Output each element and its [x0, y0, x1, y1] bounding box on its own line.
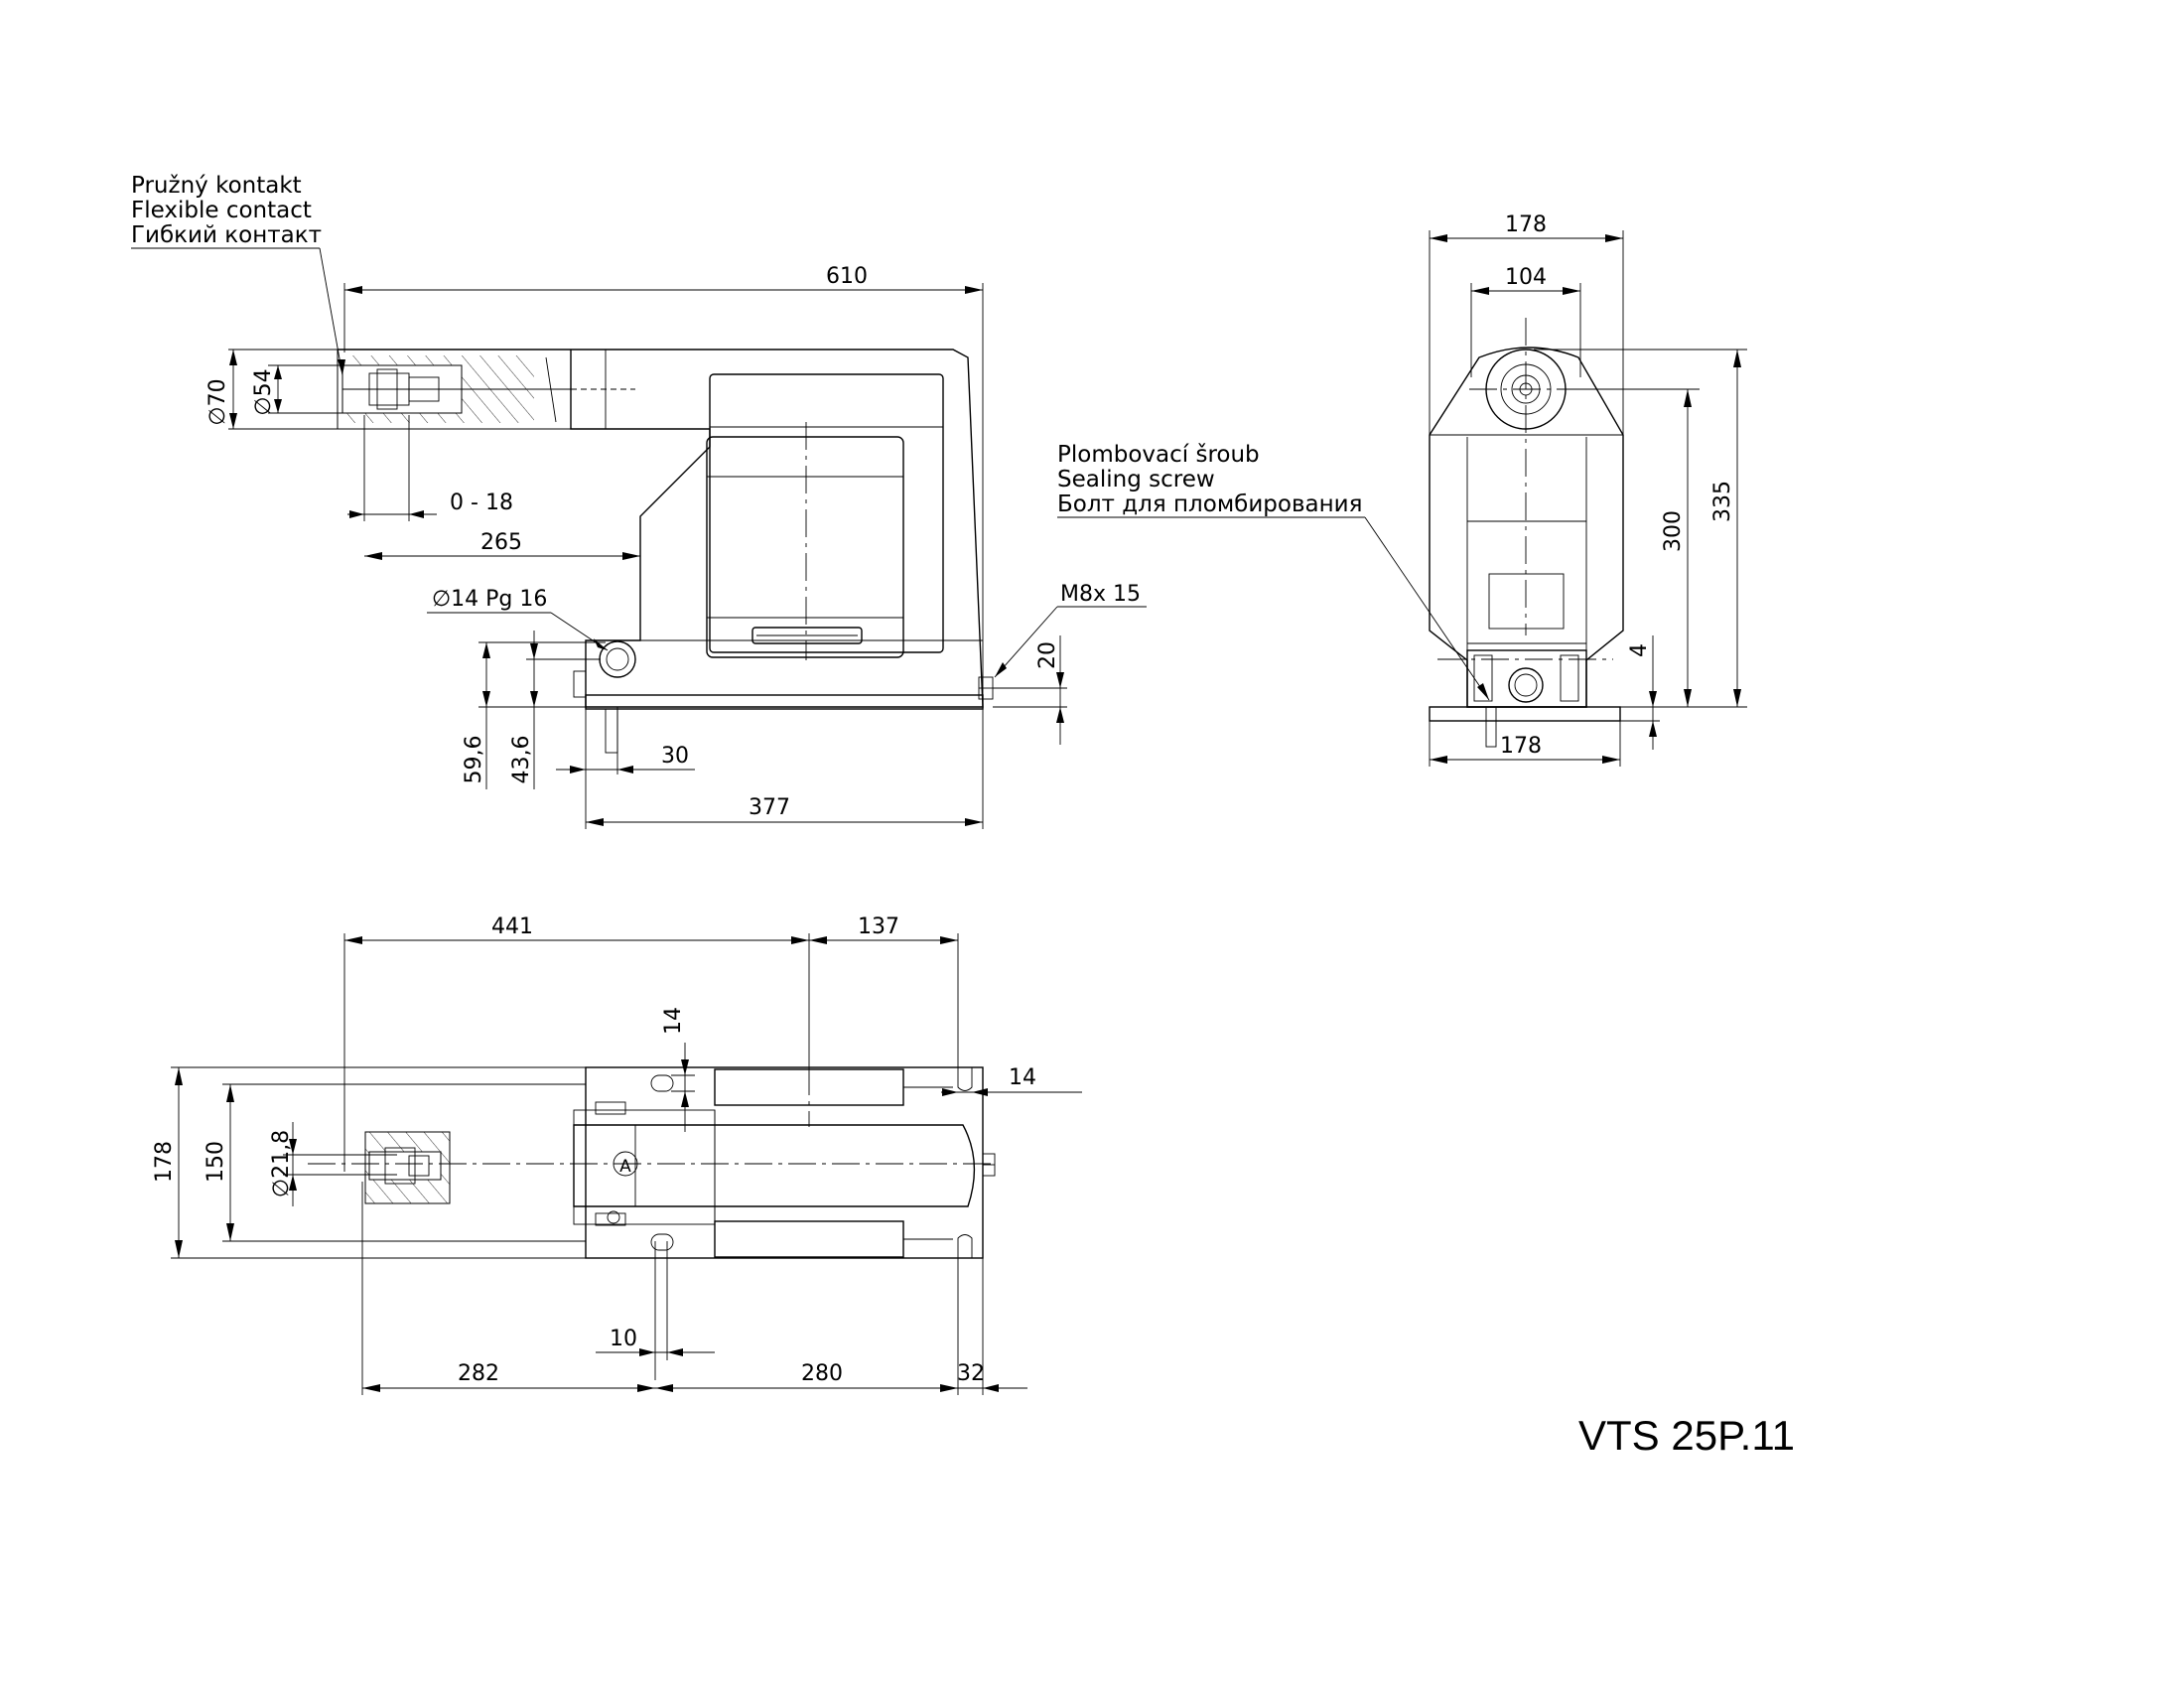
- drawing-title: VTS 25P.11: [1578, 1412, 1795, 1459]
- top-view-dimensions: 441 137 14 14 178 150 ∅21,8: [152, 914, 1082, 1395]
- note-flexible-contact-ru: Гибкий контакт: [131, 222, 322, 248]
- dim-bolt: M8x 15: [1060, 582, 1141, 607]
- dim-265: 265: [480, 530, 522, 555]
- dim-dia-54: ∅54: [251, 368, 276, 415]
- top-view: A: [171, 1066, 996, 1259]
- dim-137: 137: [858, 914, 899, 939]
- dim-side-104: 104: [1505, 265, 1547, 290]
- dim-dia-21-8: ∅21,8: [269, 1130, 294, 1197]
- dim-377: 377: [749, 795, 790, 820]
- dim-280: 280: [801, 1361, 843, 1386]
- note-flexible-contact: Pružný kontakt Flexible contact Гибкий к…: [131, 173, 345, 376]
- dim-side-300: 300: [1661, 510, 1686, 552]
- note-sealing-screw-cz: Plombovací šroub: [1057, 442, 1260, 468]
- dim-10: 10: [610, 1327, 637, 1351]
- dim-side-178-bottom: 178: [1500, 734, 1542, 759]
- dim-59-6: 59,6: [462, 736, 486, 784]
- dim-side-4: 4: [1627, 643, 1652, 657]
- note-sealing-screw: Plombovací šroub Sealing screw Болт для …: [1057, 442, 1490, 701]
- dim-side-335: 335: [1710, 481, 1735, 522]
- dim-0-18: 0 - 18: [450, 491, 513, 515]
- dim-top-178: 178: [152, 1141, 177, 1183]
- note-sealing-screw-ru: Болт для пломбирования: [1057, 492, 1362, 517]
- dim-14-horizontal: 14: [1009, 1065, 1036, 1090]
- side-view-dimensions: 178 104 335 300 4 178: [1429, 212, 1747, 767]
- dim-14-vertical: 14: [661, 1007, 686, 1035]
- dim-30: 30: [661, 744, 689, 769]
- dim-side-178-top: 178: [1505, 212, 1547, 237]
- front-view: [337, 349, 994, 754]
- side-view: [1429, 318, 1624, 748]
- front-view-dimensions: 610 ∅70 ∅54 0 - 18 265 ∅14 Pg 16: [205, 264, 1147, 829]
- dim-610: 610: [826, 264, 868, 289]
- dim-top-150: 150: [204, 1141, 228, 1183]
- dim-32: 32: [957, 1361, 985, 1386]
- note-flexible-contact-cz: Pružný kontakt: [131, 173, 302, 199]
- note-flexible-contact-en: Flexible contact: [131, 198, 312, 223]
- dim-43-6: 43,6: [509, 736, 534, 784]
- note-sealing-screw-en: Sealing screw: [1057, 467, 1215, 492]
- dim-20: 20: [1035, 641, 1060, 669]
- dim-441: 441: [491, 914, 533, 939]
- dim-cable-gland: ∅14 Pg 16: [432, 587, 547, 612]
- dim-282: 282: [458, 1361, 499, 1386]
- dim-dia-70: ∅70: [205, 378, 230, 425]
- marker-a: A: [619, 1157, 631, 1177]
